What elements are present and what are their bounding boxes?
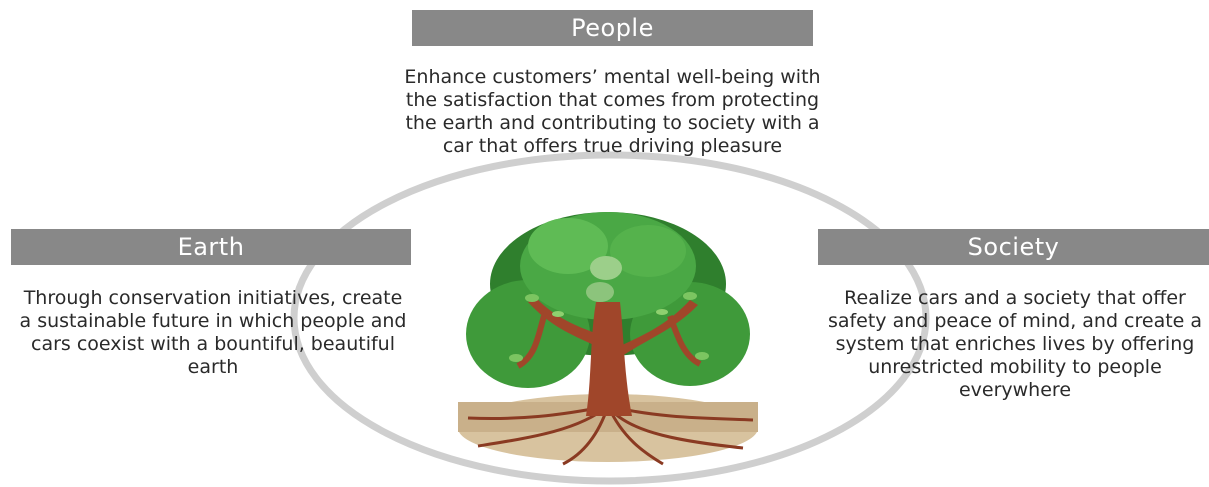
earth-description: Through conservation initiatives, create… [19,287,407,378]
earth-header: Earth [11,229,411,265]
people-header: People [412,10,813,46]
tree-icon [458,212,758,466]
people-description: Enhance customers’ mental well-being wit… [404,66,821,157]
society-header: Society [818,229,1209,265]
society-description: Realize cars and a society that offer sa… [827,287,1203,401]
